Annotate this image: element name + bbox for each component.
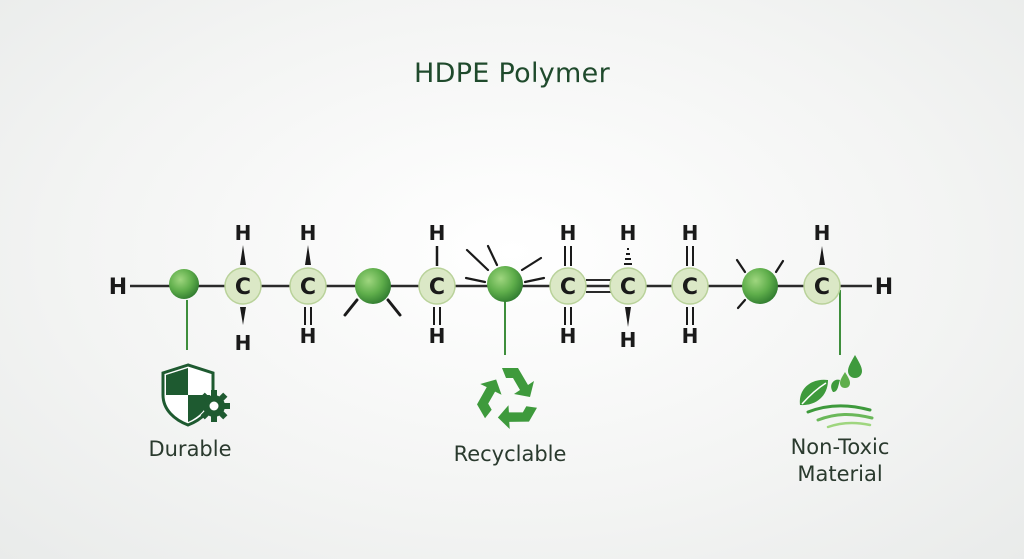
green-atom	[487, 266, 523, 302]
carbon-atom: C	[418, 267, 456, 305]
green-atom	[742, 268, 778, 304]
carbon-atoms: C C C C C C C	[224, 267, 841, 305]
svg-text:C: C	[429, 275, 445, 300]
bonds-ball-373	[343, 298, 402, 317]
carbon-atom: C	[289, 267, 327, 305]
feature-label-recyclable: Recyclable	[453, 442, 567, 466]
green-atom	[169, 269, 199, 299]
end-hydrogen-right: H	[875, 275, 893, 300]
bonds-c1	[240, 245, 246, 325]
bonds-c7	[819, 246, 825, 265]
svg-text:C: C	[814, 275, 830, 300]
bonds-c3	[433, 246, 441, 325]
svg-text:C: C	[620, 275, 636, 300]
hydrogen-atom: H	[620, 221, 637, 245]
svg-text:C: C	[300, 275, 316, 300]
carbon-atom: C	[803, 267, 841, 305]
feature-connectors	[186, 290, 841, 355]
hydrogen-atom: H	[560, 324, 577, 348]
hydrogen-atom: H	[235, 331, 252, 355]
green-balls	[169, 266, 778, 304]
hydrogen-atom: H	[814, 221, 831, 245]
bonds-c4	[564, 246, 572, 325]
svg-text:C: C	[682, 275, 698, 300]
hydrogen-atom: H	[300, 324, 317, 348]
hydrogen-atoms: H H H H H H H H H H H H H	[235, 221, 831, 355]
shield-gear-icon	[161, 363, 230, 427]
bonds-ball-505	[464, 244, 546, 284]
hydrogen-atom: H	[300, 221, 317, 245]
carbon-atom: C	[671, 267, 709, 305]
carbon-atom: C	[224, 267, 262, 305]
bonds-c5	[624, 248, 632, 327]
svg-text:C: C	[235, 275, 251, 300]
bonds-c6	[686, 246, 694, 325]
hydrogen-atom: H	[682, 221, 699, 245]
carbon-atom: C	[609, 267, 647, 305]
end-hydrogen-left: H	[109, 275, 127, 300]
feature-label-durable: Durable	[148, 437, 232, 461]
triple-bond	[586, 279, 612, 293]
bonds-c2	[304, 245, 312, 325]
feature-label-non-toxic: Non-Toxic Material	[790, 435, 890, 486]
carbon-atom: C	[549, 267, 587, 305]
recycle-icon	[477, 368, 537, 430]
hydrogen-atom: H	[429, 324, 446, 348]
svg-text:C: C	[560, 275, 576, 300]
leaf-droplet-icon	[799, 355, 874, 429]
hydrogen-atom: H	[235, 221, 252, 245]
green-atom	[355, 268, 391, 304]
hydrogen-atom: H	[429, 221, 446, 245]
hydrogen-atom: H	[682, 324, 699, 348]
hydrogen-atom: H	[620, 328, 637, 352]
bonds-ball-760	[735, 258, 785, 310]
hydrogen-atom: H	[560, 221, 577, 245]
page-title: HDPE Polymer	[414, 58, 610, 89]
